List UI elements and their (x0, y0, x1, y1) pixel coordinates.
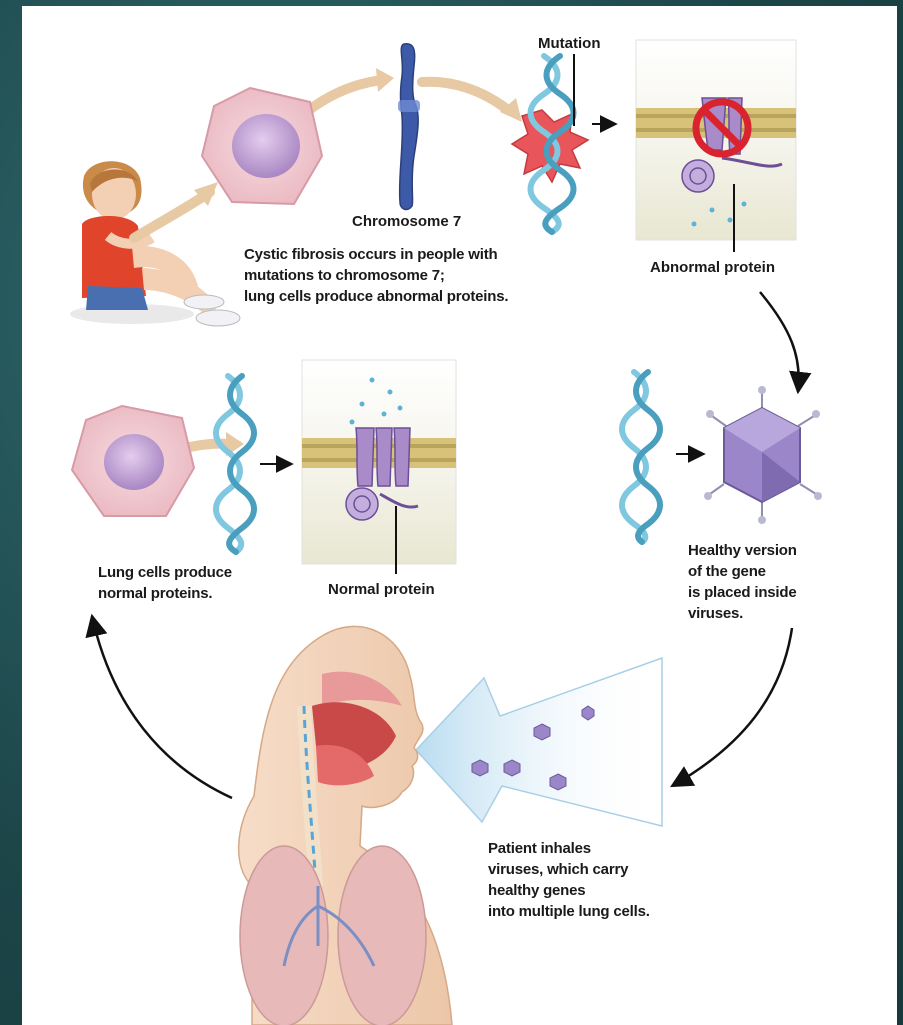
patient-caption-line: viruses, which carry (488, 859, 650, 880)
abnormal-protein-label: Abnormal protein (650, 259, 775, 276)
healthy-caption-line: viruses. (688, 603, 797, 624)
healthy-caption-line: is placed inside (688, 582, 797, 603)
normal-protein-panel (302, 360, 456, 564)
dna-icon-middle (216, 376, 254, 552)
inhale-stream (416, 658, 662, 826)
healthy-gene-caption: Healthy version of the gene is placed in… (688, 540, 797, 624)
patient-caption: Patient inhales viruses, which carry hea… (488, 838, 650, 922)
arrow-to-lung-cells (92, 616, 232, 798)
dna-icon-right (622, 372, 660, 542)
respiratory-icon (239, 626, 452, 1025)
normal-protein-label: Normal protein (328, 581, 435, 598)
mutation-label: Mutation (538, 35, 600, 52)
cystic-caption-line: Cystic fibrosis occurs in people with (244, 244, 508, 265)
arrow-to-virus (760, 292, 799, 392)
chromosome-icon (398, 44, 420, 210)
cell-icon (202, 88, 322, 204)
gene-therapy-diagram: Chromosome 7 Mutation Abnormal protein (22, 6, 897, 1025)
diagram-panel: Chromosome 7 Mutation Abnormal protein (22, 6, 897, 1025)
cystic-caption-line: mutations to chromosome 7; (244, 265, 508, 286)
lower-cell-icon (72, 406, 194, 516)
patient-caption-line: healthy genes (488, 880, 650, 901)
abnormal-protein-panel (636, 40, 796, 240)
healthy-caption-line: Healthy version (688, 540, 797, 561)
arrow-to-patient (672, 628, 792, 786)
lung-caption-line: Lung cells produce (98, 562, 232, 583)
cystic-caption-line: lung cells produce abnormal proteins. (244, 286, 508, 307)
chromosome-label: Chromosome 7 (352, 213, 461, 230)
virus-icon (704, 386, 822, 524)
patient-caption-line: into multiple lung cells. (488, 901, 650, 922)
cystic-caption: Cystic fibrosis occurs in people with mu… (244, 244, 508, 307)
patient-caption-line: Patient inhales (488, 838, 650, 859)
lung-caption-line: normal proteins. (98, 583, 232, 604)
healthy-caption-line: of the gene (688, 561, 797, 582)
lung-caption: Lung cells produce normal proteins. (98, 562, 232, 604)
